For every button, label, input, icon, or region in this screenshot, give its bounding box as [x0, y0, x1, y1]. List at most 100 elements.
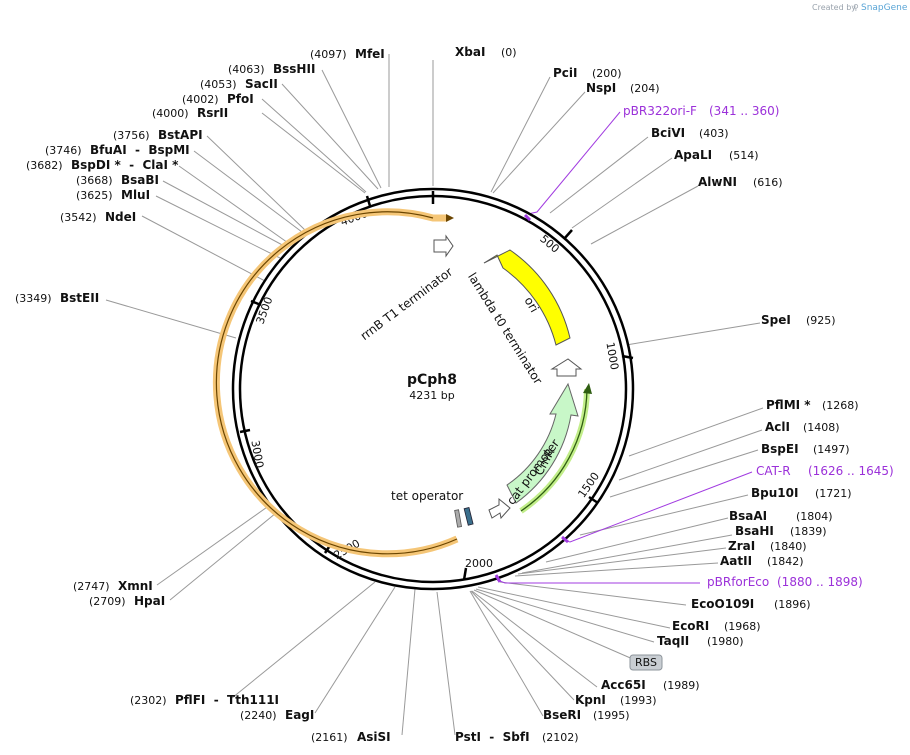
site-leader-lines: [105, 54, 764, 736]
leader-line: [314, 586, 396, 714]
leader-line: [470, 590, 575, 701]
site-name-aatii: AatII: [720, 554, 752, 568]
site-pos-bsabi: (3668): [76, 174, 113, 187]
feature-label-ori: ori: [522, 294, 542, 315]
site-pos-sacii: (4053): [200, 78, 237, 91]
cat-promoter-arrow-icon: [488, 497, 511, 520]
map-center-title: pCph8 4231 bp: [407, 372, 457, 402]
lambda-terminator-arrow-icon: [550, 358, 583, 377]
ruler-tick-1500: [588, 495, 599, 505]
leader-line: [549, 136, 649, 214]
leader-line: [618, 429, 763, 481]
site-pos-bsshii: (4063): [228, 63, 265, 76]
primer-name-pbr322ori-f: pBR322ori-F: [623, 104, 697, 118]
primer-mark-pbrforeco: [494, 574, 502, 583]
leader-line: [401, 588, 416, 736]
site-pos-bspdi-clai: (3682): [26, 159, 63, 172]
snapgene-credit: Created by ⚲ SnapGene: [812, 3, 908, 13]
cmr-outer-arrowhead: [583, 383, 592, 394]
site-pos-ecori: (1968): [724, 620, 761, 633]
site-name-pfoi: PfoI: [227, 92, 254, 106]
leader-line: [628, 407, 764, 457]
site-name-bsteii: BstEII: [60, 291, 99, 305]
primer-name-pbrforeco: pBRforEco: [707, 575, 769, 589]
site-name-acli: AclI: [765, 420, 790, 434]
site-name-bcivi: BciVI: [651, 126, 685, 140]
ruler-tick-3500: [250, 299, 262, 307]
site-pos-hpai: (2709): [89, 595, 126, 608]
plasmid-size: 4231 bp: [409, 389, 454, 402]
site-pos-bstapi: (3756): [113, 129, 150, 142]
site-pos-bfuai-bspmi: (3746): [45, 144, 82, 157]
ruler-label-2000: 2000: [465, 557, 493, 570]
leader-line: [625, 322, 761, 346]
site-pos-asisi: (2161): [311, 731, 348, 744]
site-pos-kpni: (1993): [620, 694, 657, 707]
leader-line: [231, 581, 376, 699]
leader-line: [521, 534, 733, 574]
site-pos-acc65i: (1989): [663, 679, 700, 692]
primer-pos-cat-r: (1626 .. 1645): [808, 464, 894, 478]
site-name-psti-sbfi: PstI - SbfI: [455, 730, 530, 744]
site-name-xbai: XbaI: [455, 45, 485, 59]
site-name-alwni: AlwNI: [698, 175, 737, 189]
leader-line: [206, 135, 306, 231]
site-pos-pfoi: (4002): [182, 93, 219, 106]
site-pos-bseri: (1995): [593, 709, 630, 722]
leader-line: [436, 591, 456, 736]
leader-line: [475, 588, 655, 643]
site-name-ecori: EcoRI: [672, 619, 709, 633]
leader-line: [477, 586, 671, 629]
credit-prefix: Created by: [812, 3, 856, 12]
site-pos-bspei: (1497): [813, 443, 850, 456]
ruler-tick-3000: [239, 428, 251, 434]
site-name-asisi: AsiSI: [357, 730, 391, 744]
site-name-bfuai-bspmi: BfuAI - BspMI: [90, 143, 190, 157]
primer-pos-pbrforeco: (1880 .. 1898): [777, 575, 863, 589]
leader-line: [471, 590, 598, 688]
site-name-apali: ApaLI: [674, 148, 712, 162]
site-name-acc65i: Acc65I: [601, 678, 646, 692]
site-pos-psti-sbfi: (2102): [542, 731, 579, 744]
rbs-label: RBS: [635, 656, 657, 669]
primer-pos-pbr322ori-f: (341 .. 360): [709, 104, 779, 118]
site-pos-acli: (1408): [803, 421, 840, 434]
ruler-label-1000: 1000: [603, 341, 621, 371]
site-pos-bcivi: (403): [699, 127, 729, 140]
leader-line: [105, 299, 237, 339]
site-name-kpni: KpnI: [575, 693, 606, 707]
site-pos-apali: (514): [729, 149, 759, 162]
site-labels: XbaI (0) PciI (200) NspI (204) pBR322ori…: [15, 45, 894, 744]
snapgene-icon: ⚲: [853, 3, 859, 12]
rbs-badge-box: [629, 654, 663, 671]
site-pos-xmni: (2747): [73, 580, 110, 593]
credit-brand: SnapGene: [861, 3, 908, 13]
leader-line: [193, 150, 303, 233]
rrnb-terminator-arrow-icon: [433, 234, 454, 258]
leader-line: [492, 91, 586, 194]
site-pos-spei: (925): [806, 314, 836, 327]
site-name-ecoo109i: EcoO109I: [691, 597, 754, 611]
site-pos-nspi: (204): [630, 82, 660, 95]
leader-line: [590, 185, 699, 245]
feature-label-tet-operator: tet operator: [391, 489, 463, 503]
site-name-bspei: BspEI: [761, 442, 799, 456]
site-name-pflfi-tth111i: PflFI - Tth111I: [175, 693, 279, 707]
site-pos-bsteii: (3349): [15, 292, 52, 305]
site-name-taqii: TaqII: [657, 634, 689, 648]
leader-line: [162, 180, 289, 249]
site-pos-bsaai: (1804): [796, 510, 833, 523]
site-pos-alwni: (616): [753, 176, 783, 189]
site-name-bseri: BseRI: [543, 708, 581, 722]
plasmid-name: pCph8: [407, 372, 457, 388]
leader-line: [579, 494, 749, 536]
ruler-tick-2000: [462, 567, 468, 581]
site-name-xmni: XmnI: [118, 579, 153, 593]
leader-line: [261, 112, 366, 194]
site-name-bsahi: BsaHI: [735, 524, 774, 538]
rbs-badge: RBS: [629, 654, 663, 671]
site-name-pcii: PciI: [553, 66, 578, 80]
site-pos-ndei: (3542): [60, 211, 97, 224]
site-name-mfei: MfeI: [355, 47, 385, 61]
